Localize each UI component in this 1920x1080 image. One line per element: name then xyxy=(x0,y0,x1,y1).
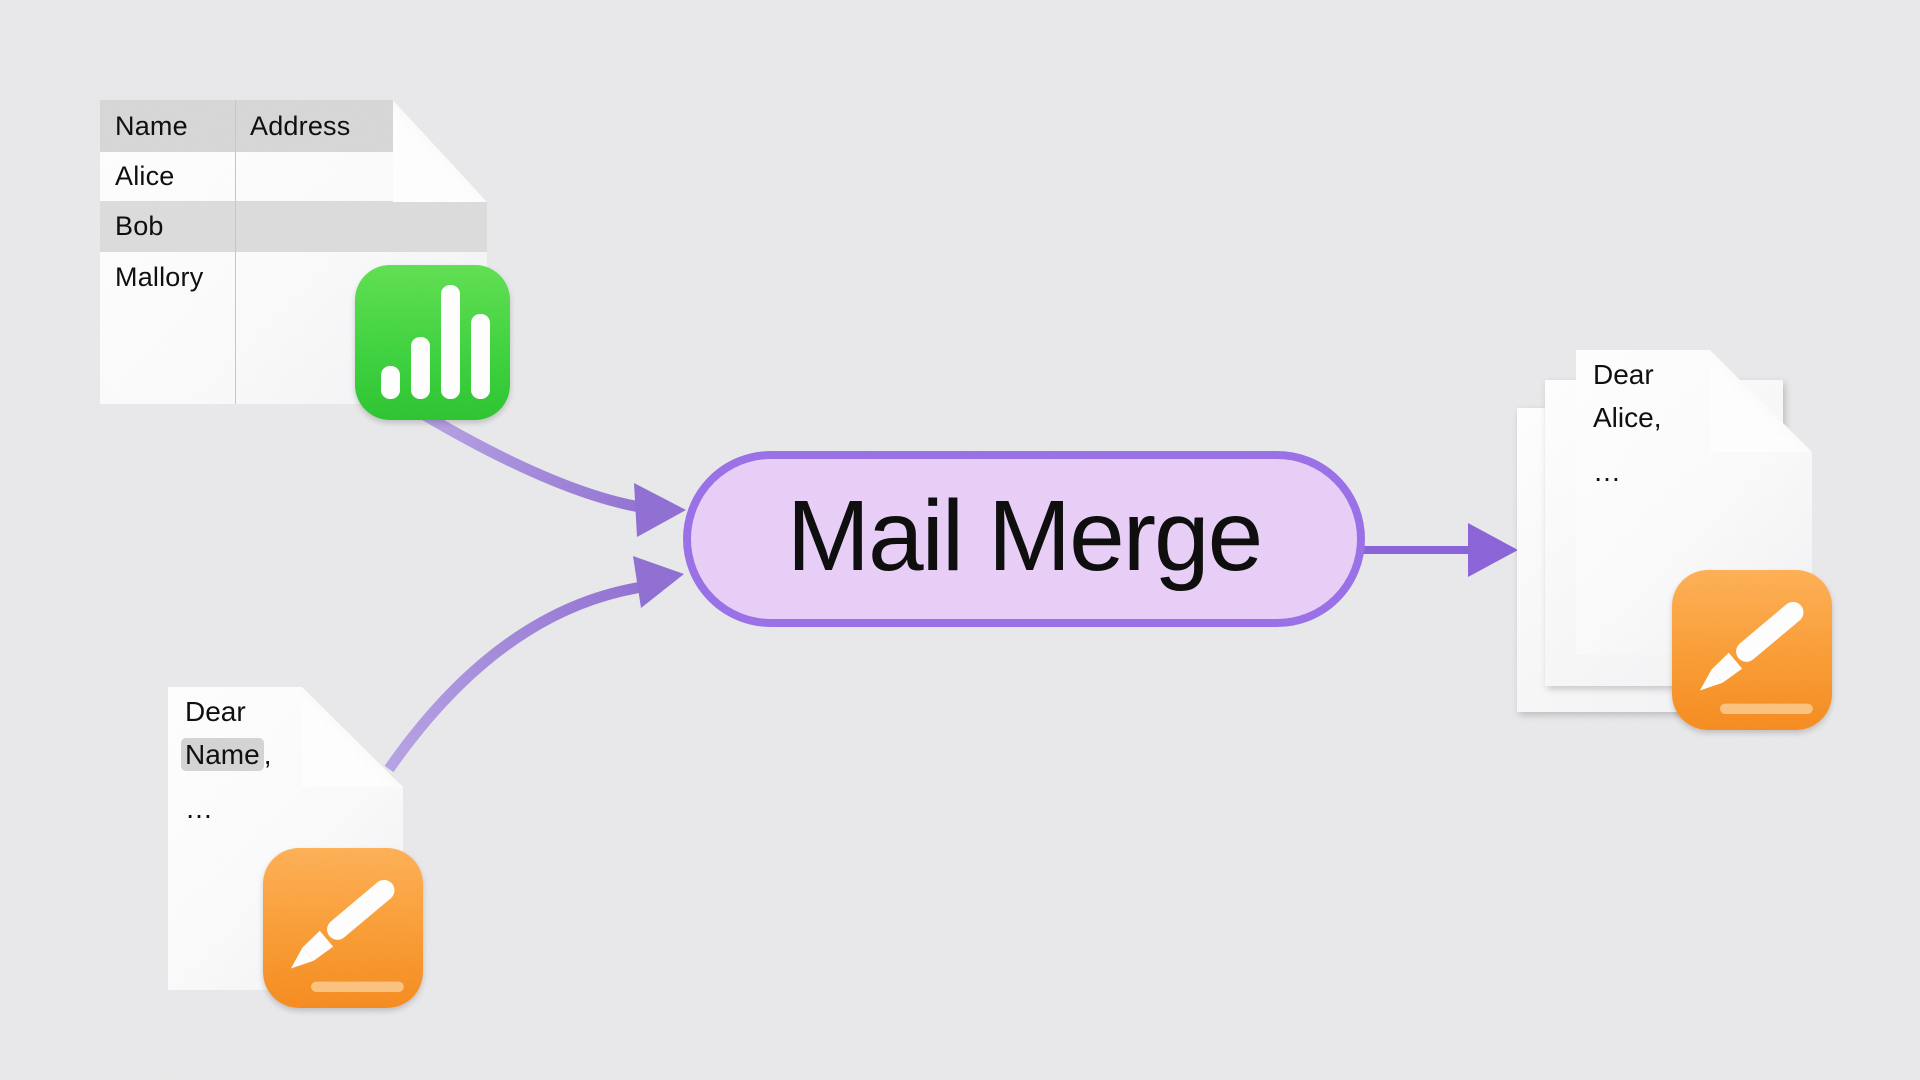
table-cell-name: Mallory xyxy=(115,262,204,292)
bar-chart-glyph xyxy=(381,366,400,399)
template-document-text: Dear Name, … xyxy=(181,690,272,830)
comma-text: , xyxy=(263,739,272,770)
flow-arrow-data xyxy=(418,408,686,537)
pen-glyph xyxy=(1699,601,1813,714)
pen-glyph xyxy=(290,879,404,992)
output-document-text: Dear Alice, … xyxy=(1593,353,1661,493)
salutation-text: Dear xyxy=(185,696,246,727)
table-cell-name: Alice xyxy=(115,161,175,191)
column-header-name: Name xyxy=(115,110,188,141)
mail-merge-node: Mail Merge xyxy=(683,451,1365,627)
table-row: Bob xyxy=(100,201,487,252)
flow-arrow-template xyxy=(384,556,684,773)
salutation-text: Dear xyxy=(1593,359,1654,390)
flow-arrow-output xyxy=(1363,523,1518,577)
numbers-icon xyxy=(355,265,510,420)
ellipsis-text: … xyxy=(1593,456,1623,487)
column-divider xyxy=(235,100,236,404)
pages-icon xyxy=(1672,570,1832,730)
recipient-text: Alice, xyxy=(1593,402,1662,433)
table-cell-name: Bob xyxy=(115,211,164,241)
mail-merge-label: Mail Merge xyxy=(786,479,1264,592)
ellipsis-text: … xyxy=(185,793,215,824)
pages-icon xyxy=(263,848,423,1008)
merge-field-token: Name xyxy=(181,738,264,771)
